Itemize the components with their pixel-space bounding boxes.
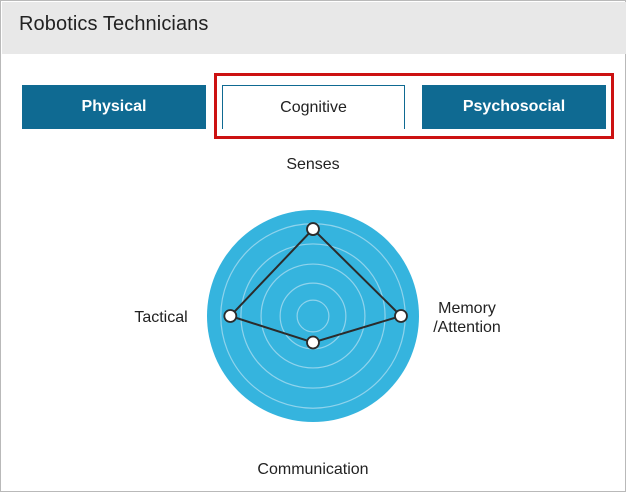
- axis-label-communication: Communication: [257, 461, 368, 478]
- radar-ring-3: [260, 263, 366, 369]
- axis-label-senses: Senses: [286, 156, 339, 173]
- radar-point-1[interactable]: [306, 222, 320, 236]
- radar-ring-2: [240, 243, 386, 389]
- axis-label-memory-attention: Memory/Attention: [433, 300, 501, 336]
- tab-cognitive[interactable]: Cognitive: [222, 85, 405, 129]
- radar-points: [223, 222, 408, 350]
- card-header: Robotics Technicians: [2, 2, 626, 54]
- axis-label-tactical: Tactical: [134, 309, 187, 326]
- page-title: Robotics Technicians: [19, 13, 209, 35]
- radar-point-2[interactable]: [394, 309, 408, 323]
- tab-physical[interactable]: Physical: [22, 85, 206, 129]
- radar-rings: [207, 210, 419, 422]
- tab-psychosocial[interactable]: Psychosocial: [422, 85, 606, 129]
- radar-point-3[interactable]: [306, 335, 320, 350]
- radar-chart: Senses Memory/Attention Communication Ta…: [134, 156, 501, 478]
- radar-point-4[interactable]: [223, 309, 238, 323]
- highlight-box: [214, 73, 614, 139]
- radar-background: [207, 210, 419, 422]
- radar-ring-5: [296, 299, 330, 333]
